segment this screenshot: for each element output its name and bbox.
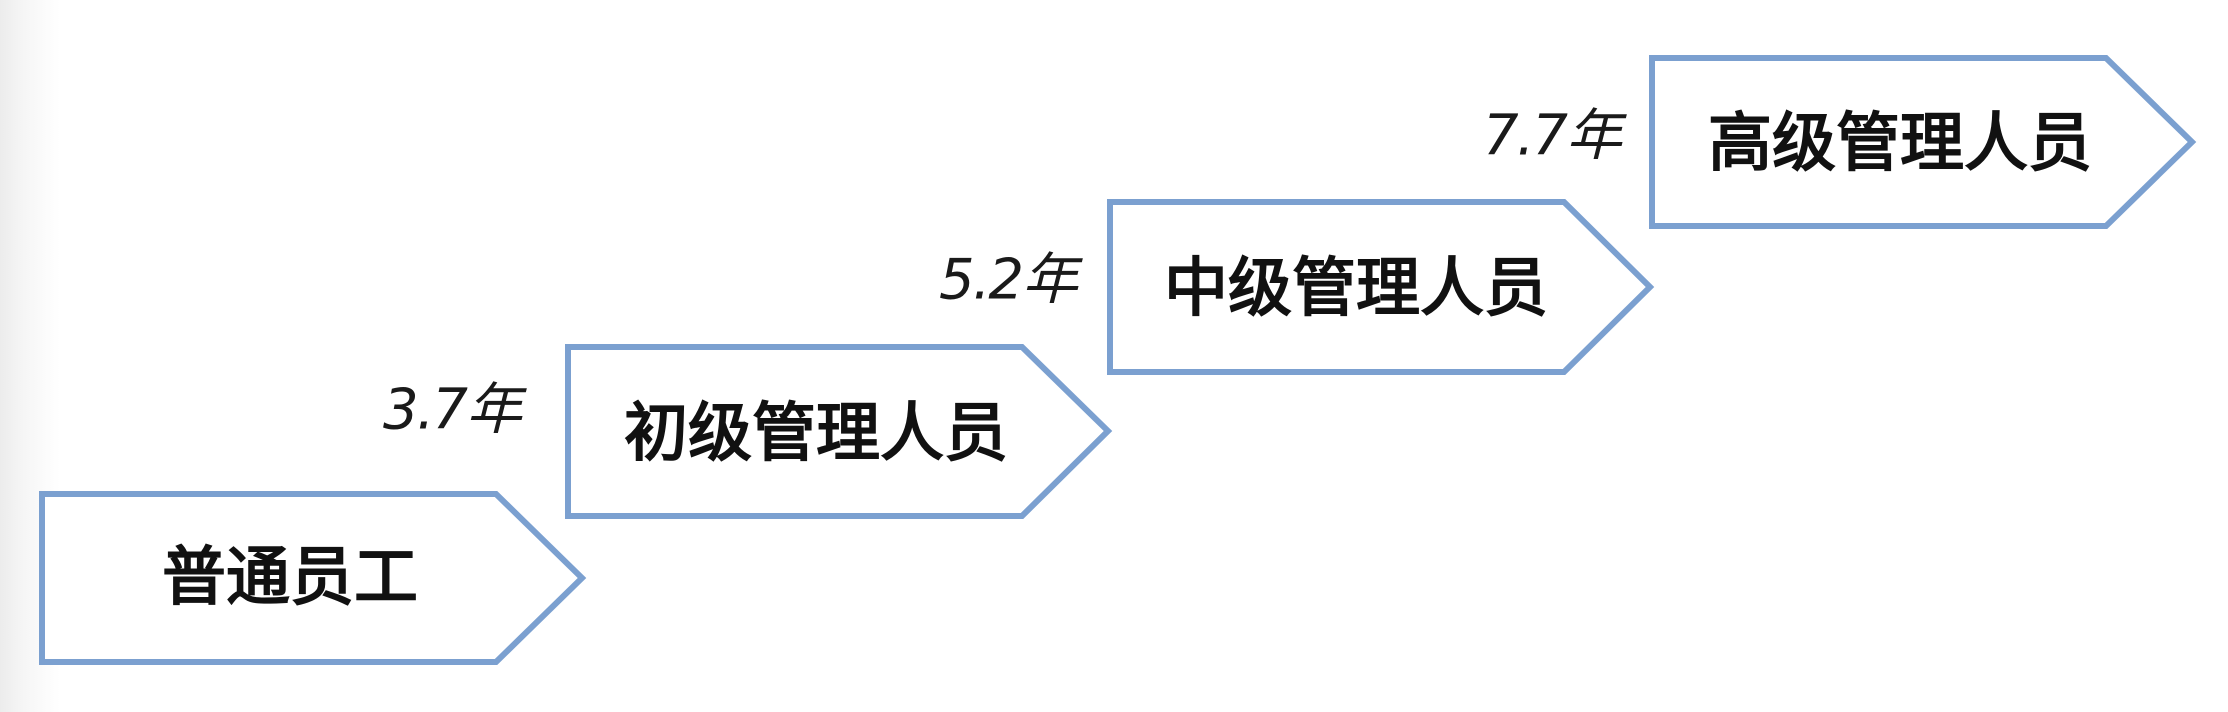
stage-ordinary-staff-label: 普通员工 [162,541,418,615]
stage-senior-manager: 高级管理人员 [1649,55,2197,229]
stage-middle-manager-label: 中级管理人员 [1164,252,1548,326]
stage-junior-manager-arrow [565,344,1113,519]
stage-senior-manager-arrow [1649,55,2197,229]
stage-junior-manager: 初级管理人员 [565,344,1113,519]
stage-middle-manager: 中级管理人员 [1107,199,1655,375]
stage-senior-manager-label: 高级管理人员 [1708,107,2092,181]
stage-middle-manager-arrow [1107,199,1655,375]
stage-ordinary-staff-arrow [39,491,587,665]
duration-to-middle: 5.2年 [939,248,1083,313]
stage-junior-manager-label: 初级管理人员 [624,397,1008,471]
duration-to-junior: 3.7年 [383,378,527,443]
stage-ordinary-staff: 普通员工 [39,491,587,665]
duration-to-senior: 7.7年 [1483,104,1627,169]
